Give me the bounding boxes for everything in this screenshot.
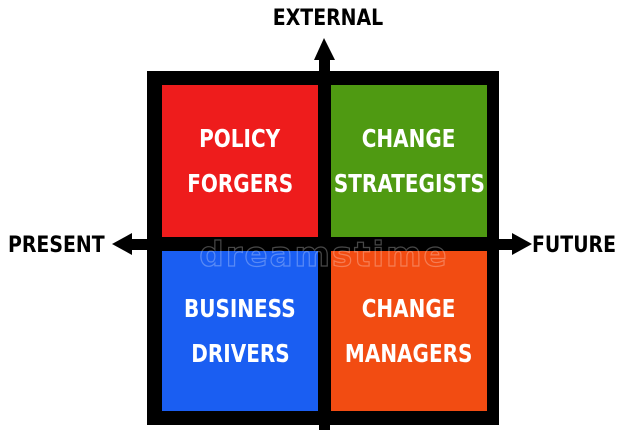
arrow-right-icon (512, 233, 532, 255)
quadrant-top-left-line2: FORGERS (187, 169, 293, 198)
watermark: dreamstime (199, 235, 448, 275)
arrow-up-icon (314, 38, 335, 60)
quadrant-bottom-left: BUSINESS DRIVERS (162, 251, 318, 411)
quadrant-bottom-left-line2: DRIVERS (190, 339, 290, 368)
axis-label-top: EXTERNAL (272, 6, 384, 31)
quadrant-top-left-line1: POLICY (199, 124, 281, 153)
quadrant-bottom-right-line1: CHANGE (362, 294, 456, 323)
quadrant-top-right-line2: STRATEGISTS (333, 169, 485, 198)
axis-label-right: FUTURE (532, 233, 617, 258)
arrow-left-icon (112, 233, 132, 255)
axis-label-left: PRESENT (8, 233, 105, 258)
quadrant-bottom-left-line1: BUSINESS (184, 294, 296, 323)
quadrant-bottom-right-line2: MANAGERS (345, 339, 473, 368)
quadrant-top-right-line1: CHANGE (362, 124, 456, 153)
quadrant-top-right: CHANGE STRATEGISTS (331, 85, 487, 237)
quadrant-bottom-right: CHANGE MANAGERS (331, 251, 487, 411)
horizontal-axis-line (126, 239, 516, 250)
quadrant-top-left: POLICY FORGERS (162, 85, 318, 237)
